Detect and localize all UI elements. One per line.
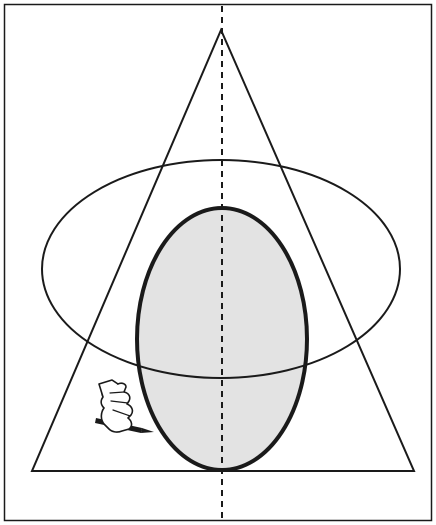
diagram-canvas [0,0,436,525]
geometry-diagram [0,0,436,525]
